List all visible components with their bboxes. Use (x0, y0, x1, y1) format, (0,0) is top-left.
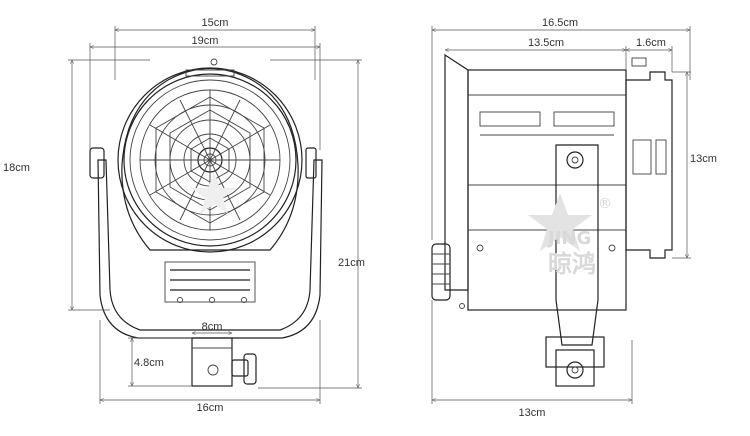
front-view: 15cm 19cm 18cm 21cm 8cm 4.8cm 16cm (3, 17, 365, 414)
watermark-registered: ® (598, 196, 612, 212)
left-yoke-knob (89, 147, 105, 179)
dim-body-length: 13.5cm (528, 37, 564, 49)
front-watermark-star-icon (191, 172, 237, 214)
watermark-chinese: 晾鸿 (548, 250, 596, 278)
lower-vent-panel (164, 261, 256, 303)
dim-outer-width: 19cm (192, 35, 219, 47)
right-yoke-clamp (305, 147, 317, 179)
front-lamp-housing (121, 67, 299, 251)
focus-knob (431, 243, 451, 301)
dim-top-width: 15cm (202, 17, 229, 29)
dim-flange-length: 1.6cm (636, 37, 666, 49)
dim-height-left: 18cm (3, 162, 30, 174)
watermark-latin: JING (546, 228, 591, 249)
fresnel-lens (139, 89, 281, 231)
side-main-housing (467, 69, 627, 311)
watermark-star-icon (528, 193, 592, 251)
dim-base-width: 8cm (202, 321, 223, 333)
side-rear-cap (444, 53, 469, 291)
side-front-lens-housing (625, 71, 673, 259)
mounting-block (191, 337, 257, 387)
dim-bottom-length: 13cm (519, 407, 546, 419)
dim-overall-length: 16.5cm (542, 17, 578, 29)
front-yoke (97, 159, 323, 339)
dim-side-height: 13cm (690, 153, 717, 165)
side-view: 16.5cm 13.5cm 1.6cm 13cm 13cm (431, 17, 717, 419)
brand-watermark: JING 晾鸿 ® (191, 172, 612, 278)
dim-mount-height: 4.8cm (134, 357, 164, 369)
side-yoke-arm (555, 144, 599, 346)
front-outer-ring (117, 67, 303, 253)
dim-height-right: 21cm (338, 257, 365, 269)
dim-bottom-width: 16cm (197, 402, 224, 414)
